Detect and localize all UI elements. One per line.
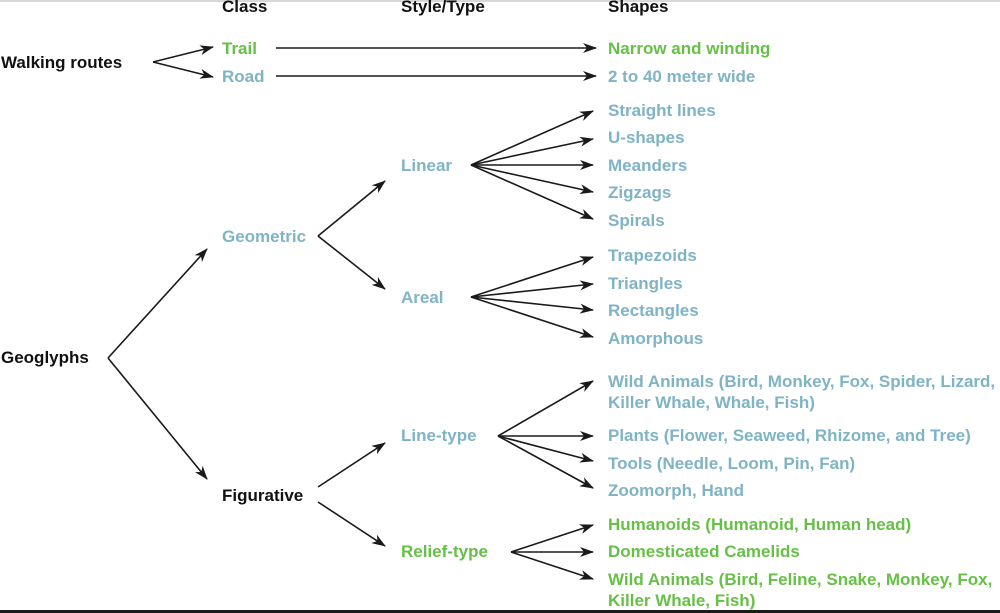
node-line-type: Line-type [401,426,477,445]
header-shapes: Shapes [608,0,669,16]
shape-meanders: Meanders [608,156,688,175]
arrow-walking-routes-to-road [152,61,214,79]
shape-wild-animals-relief: Wild Animals (Bird, Feline, Snake, Monke… [608,570,993,610]
arrow-relief-type-to-humanoids [510,524,594,553]
shape-zoomorph-hand: Zoomorph, Hand [608,481,744,500]
shape-humanoids: Humanoids (Humanoid, Human head) [608,515,912,534]
shape-zigzags: Zigzags [608,183,672,202]
node-figurative: Figurative [222,486,304,505]
header-style-type: Style/Type [401,0,485,16]
arrow-walking-routes-to-trail [152,45,214,63]
node-areal: Areal [401,288,444,307]
arrow-geoglyphs-to-geometric [107,248,208,359]
node-road: Road [222,67,265,86]
arrow-relief-type-to-wild-animals [510,551,594,580]
node-trail: Trail [222,39,257,58]
arrow-areal-to-trapezoids [470,256,594,298]
shape-spirals: Spirals [608,211,665,230]
bottom-border [0,610,1000,613]
shape-narrow-winding: Narrow and winding [608,39,771,58]
shape-plants: Plants (Flower, Seaweed, Rhizome, and Tr… [608,426,971,445]
arrow-linear-to-straight-lines [470,110,594,166]
arrow-line-type-to-tools [497,435,594,463]
arrow-linear-to-zigzags [470,164,594,195]
shape-rectangles: Rectangles [608,301,699,320]
shape-wild-animals-line: Wild Animals (Bird, Monkey, Fox, Spider,… [608,372,996,412]
arrow-areal-to-rectangles [470,296,594,314]
arrow-linear-to-u-shapes [470,136,594,166]
arrow-geometric-to-areal [317,235,386,290]
node-relief-type: Relief-type [401,542,488,561]
node-geoglyphs: Geoglyphs [1,348,89,367]
shape-road-width: 2 to 40 meter wide [608,67,756,86]
node-geometric: Geometric [222,227,307,246]
shape-tools: Tools (Needle, Loom, Pin, Fan) [608,454,856,473]
arrow-linear-to-spirals [470,164,594,220]
shape-amorphous: Amorphous [608,329,704,348]
arrow-line-type-to-zoomorph [497,435,594,489]
arrow-geometric-to-linear [317,180,386,237]
shape-trapezoids: Trapezoids [608,246,697,265]
shape-u-shapes: U-shapes [608,128,685,147]
top-border [0,0,1000,2]
shape-triangles: Triangles [608,274,683,293]
node-walking-routes: Walking routes [1,53,123,72]
node-linear: Linear [401,156,453,175]
arrow-geoglyphs-to-figurative [107,357,208,480]
arrow-figurative-to-relief-type [317,501,386,547]
header-class: Class [222,0,268,16]
arrow-areal-to-triangles [470,280,594,298]
arrow-figurative-to-line-type [317,442,386,488]
arrow-areal-to-amorphous [470,296,594,338]
arrow-line-type-to-wild-animals [497,380,594,437]
shape-domesticated-camelids: Domesticated Camelids [608,542,800,561]
shape-straight-lines: Straight lines [608,101,716,120]
